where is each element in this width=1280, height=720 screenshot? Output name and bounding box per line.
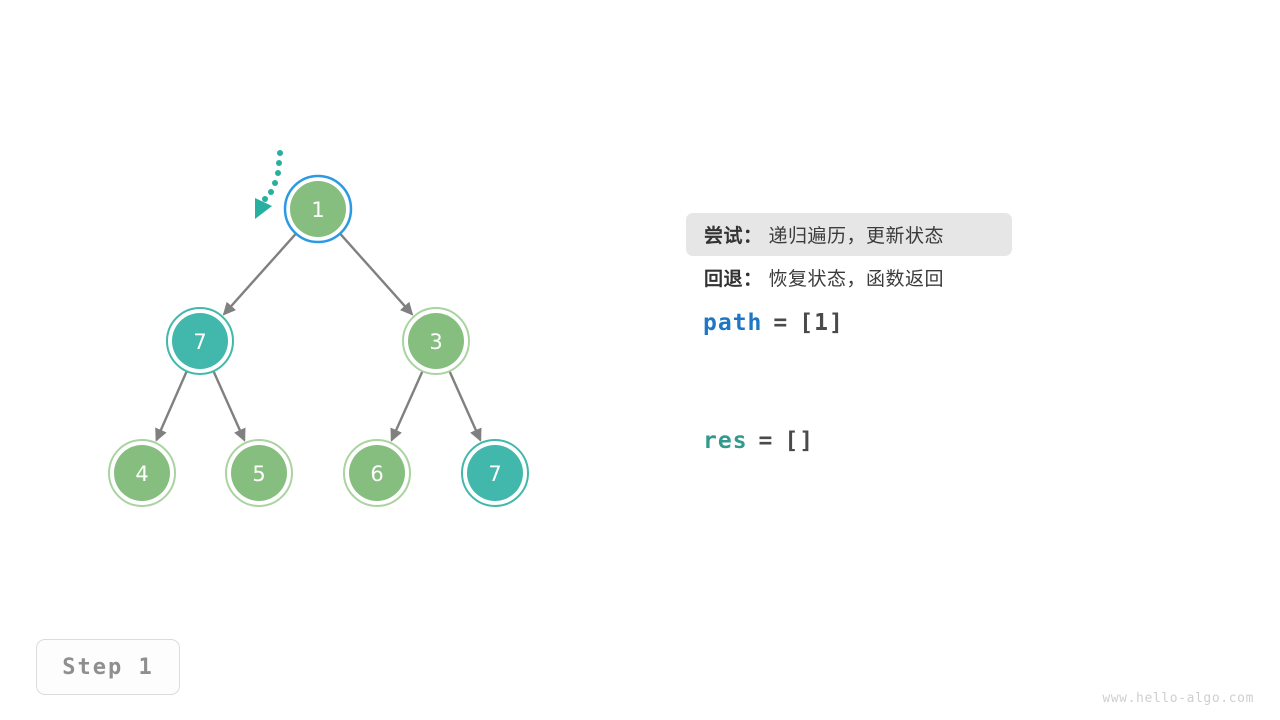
tree-node-7[interactable]: 7	[461, 439, 529, 507]
statement-try-key: 尝试：	[704, 225, 763, 247]
statement-backtrack: 回退： 恢复状态，函数返回	[686, 256, 1012, 299]
tree-edge-n7a-n4	[155, 370, 188, 442]
step-badge: Step 1	[36, 639, 180, 695]
info-panel: 尝试： 递归遍历，更新状态 回退： 恢复状态，函数返回 path = [1] r…	[686, 213, 1246, 470]
tree-node-3[interactable]: 3	[402, 307, 470, 375]
variable-res-equals: =	[758, 428, 774, 454]
pointer-dot-1	[276, 160, 282, 166]
pointer-arrowhead-icon	[255, 198, 272, 219]
pointer-dot-2	[275, 170, 281, 176]
pointer-dot-3	[272, 180, 278, 186]
pointer-dot-4	[268, 189, 274, 195]
tree-edge-n7a-n5	[212, 370, 246, 442]
variable-path: path = [1]	[686, 310, 1246, 352]
variable-res-name: res	[703, 428, 748, 454]
tree-node-1-current[interactable]: 1	[283, 174, 353, 244]
tree-edge-n3-n7b	[448, 370, 482, 442]
tree-edge-n1-n7a	[222, 232, 297, 316]
variable-path-name: path	[703, 310, 763, 336]
tree-node-layer: 1 7 3 4 5 6 7	[108, 174, 529, 507]
tree-edge-n1-n3	[339, 232, 414, 316]
pointer-dot-5	[262, 196, 268, 202]
tree-edge-n3-n6	[390, 370, 424, 442]
tree-node-6[interactable]: 6	[343, 439, 411, 507]
step-badge-label: Step 1	[62, 654, 154, 680]
recursion-entry-pointer	[255, 150, 283, 219]
tree-node-5[interactable]: 5	[225, 439, 293, 507]
tree-node-label: 7	[488, 462, 501, 486]
statement-backtrack-key: 回退：	[704, 268, 763, 290]
statement-try-value: 递归遍历，更新状态	[768, 225, 945, 247]
statement-try: 尝试： 递归遍历，更新状态	[686, 213, 1012, 256]
pointer-dot-0	[277, 150, 283, 156]
variable-path-equals: =	[773, 310, 789, 336]
tree-node-label: 1	[311, 198, 324, 222]
binary-tree-graphic: 1 7 3 4 5 6 7	[108, 150, 529, 507]
statement-backtrack-value: 恢复状态，函数返回	[768, 268, 945, 290]
variable-res-value: []	[784, 428, 815, 454]
tree-node-label: 7	[193, 330, 206, 354]
tree-node-label: 5	[252, 462, 265, 486]
variable-res: res = []	[686, 428, 1246, 470]
tree-node-label: 3	[429, 330, 442, 354]
tree-node-4[interactable]: 4	[108, 439, 176, 507]
watermark: www.hello-algo.com	[1102, 691, 1254, 706]
tree-edge-layer	[155, 232, 482, 442]
tree-node-label: 6	[370, 462, 383, 486]
tree-node-label: 4	[135, 462, 148, 486]
tree-node-7[interactable]: 7	[166, 307, 234, 375]
variable-path-value: [1]	[799, 310, 844, 336]
